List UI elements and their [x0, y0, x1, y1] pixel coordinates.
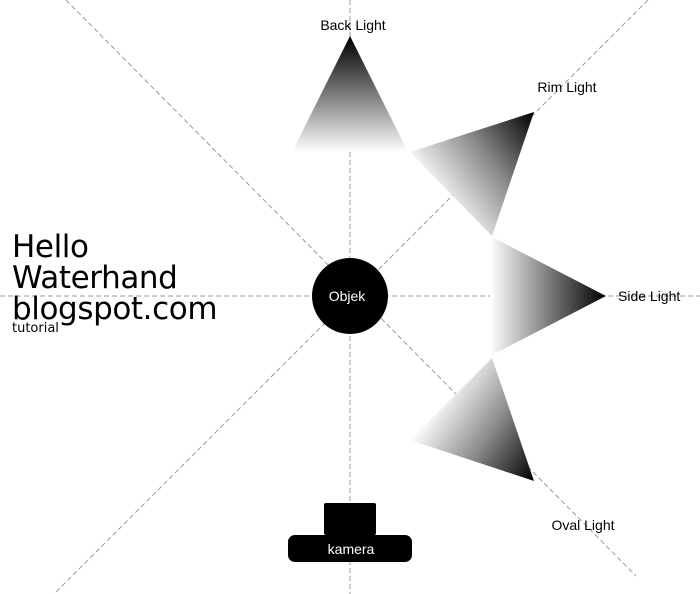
camera-body: [288, 535, 412, 562]
object-label: Objek: [329, 288, 367, 304]
back-light-triangle: [292, 36, 408, 152]
object-circle: [312, 258, 388, 334]
watermark-line-domain: blogspot.com: [12, 291, 218, 327]
guide-line-diagonal-down: [65, 0, 637, 577]
rim-light-triangle: [410, 112, 534, 236]
side-light-label: Side Light: [618, 288, 680, 304]
watermark-text: Hello Waterhand blogspot.com tutorial: [12, 229, 218, 336]
watermark-line-hello: Hello: [12, 229, 89, 265]
back-light-label: Back Light: [320, 17, 385, 33]
rim-light-label: Rim Light: [537, 79, 596, 95]
oval-light-triangle: [410, 358, 534, 481]
camera-label: kamera: [328, 541, 375, 557]
oval-light-label: Oval Light: [551, 517, 614, 533]
camera-lens: [324, 503, 376, 535]
side-light-triangle: [490, 236, 606, 356]
watermark-subtitle: tutorial: [12, 321, 59, 336]
watermark-line-name: Waterhand: [12, 260, 178, 296]
